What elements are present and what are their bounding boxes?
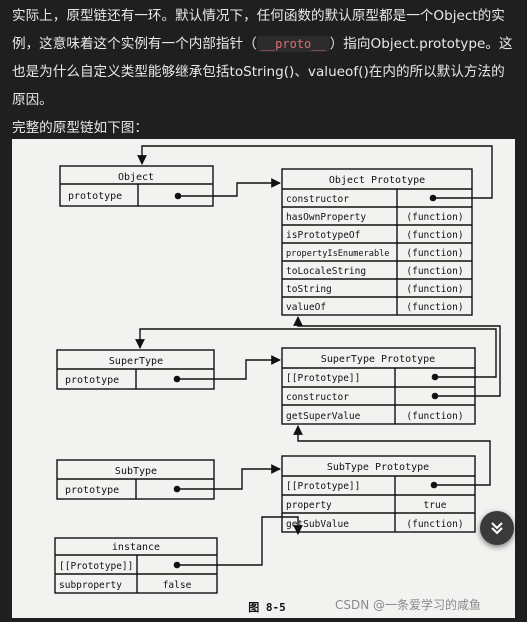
op-row-name: toString	[286, 284, 332, 295]
figure-caption: 图 8-5	[248, 601, 286, 614]
subtype-prototype-label: prototype	[65, 485, 119, 496]
subtype-prototype-box	[281, 455, 476, 533]
supertype-prototype-title: SuperType Prototype	[321, 354, 435, 365]
prototype-chain-diagram: Object prototype Object Prototype constr…	[54, 145, 501, 614]
instance-row-name: subproperty	[59, 580, 122, 591]
op-row-name: constructor	[286, 194, 349, 205]
instance-row-value: false	[163, 580, 192, 591]
supertype-prototype-label: prototype	[65, 375, 119, 386]
supertype-prototype-box	[281, 347, 476, 425]
sp-row-value: (function)	[406, 411, 463, 422]
csdn-watermark: CSDN @一条爱学习的咸鱼	[335, 598, 482, 612]
op-row-value: (function)	[406, 266, 463, 277]
object-prototype-box	[281, 168, 473, 316]
object-prototype-title: Object Prototype	[329, 175, 425, 186]
op-row-value: (function)	[406, 302, 463, 313]
prototype-chain-figure: Object prototype Object Prototype constr…	[12, 139, 515, 618]
article-paragraph-1: 实际上，原型链还有一环。默认情况下，任何函数的默认原型都是一个Object的实例…	[12, 2, 517, 114]
stp-row-name: property	[286, 500, 332, 511]
op-row-name: isPrototypeOf	[286, 230, 360, 241]
stp-row-value: true	[424, 500, 447, 511]
supertype-title: SuperType	[109, 356, 163, 367]
stp-row-value: (function)	[406, 519, 463, 530]
paragraph-text: 实际上，原型链还有一环。默认情况下，任何函数的默认原型都是一个Object的实例…	[12, 8, 505, 52]
op-row-value: (function)	[406, 248, 463, 259]
subtype-prototype-title: SubType Prototype	[327, 462, 429, 473]
op-row-name: toLocaleString	[286, 266, 366, 277]
op-row-name: hasOwnProperty	[286, 212, 366, 223]
stp-row-name: [[Prototype]]	[286, 481, 360, 492]
op-row-name: propertyIsEnumerable	[286, 249, 389, 259]
scroll-down-button[interactable]	[480, 511, 514, 545]
object-box	[59, 165, 214, 207]
inline-code-proto: __proto__	[256, 36, 330, 52]
op-row-value: (function)	[406, 212, 463, 223]
object-title: Object	[118, 172, 154, 183]
instance-row-name: [[Prototype]]	[59, 561, 133, 572]
article-paragraph-2: 完整的原型链如下图：	[12, 120, 148, 136]
paragraph-text: ）指向Object.prototype。这也是为什么自定义类型能够继承包括toS…	[12, 36, 513, 108]
subtype-title: SubType	[115, 466, 157, 477]
stp-row-name: getSubValue	[286, 519, 349, 530]
instance-title: instance	[112, 542, 160, 553]
sp-row-name: constructor	[286, 392, 349, 403]
object-prototype-label: prototype	[68, 191, 122, 202]
op-row-name: valueOf	[286, 302, 326, 313]
op-row-value: (function)	[406, 230, 463, 241]
sp-row-name: getSuperValue	[286, 411, 361, 422]
sp-row-name: [[Prototype]]	[286, 373, 360, 384]
op-row-value: (function)	[406, 284, 463, 295]
double-chevron-down-icon	[491, 522, 503, 535]
